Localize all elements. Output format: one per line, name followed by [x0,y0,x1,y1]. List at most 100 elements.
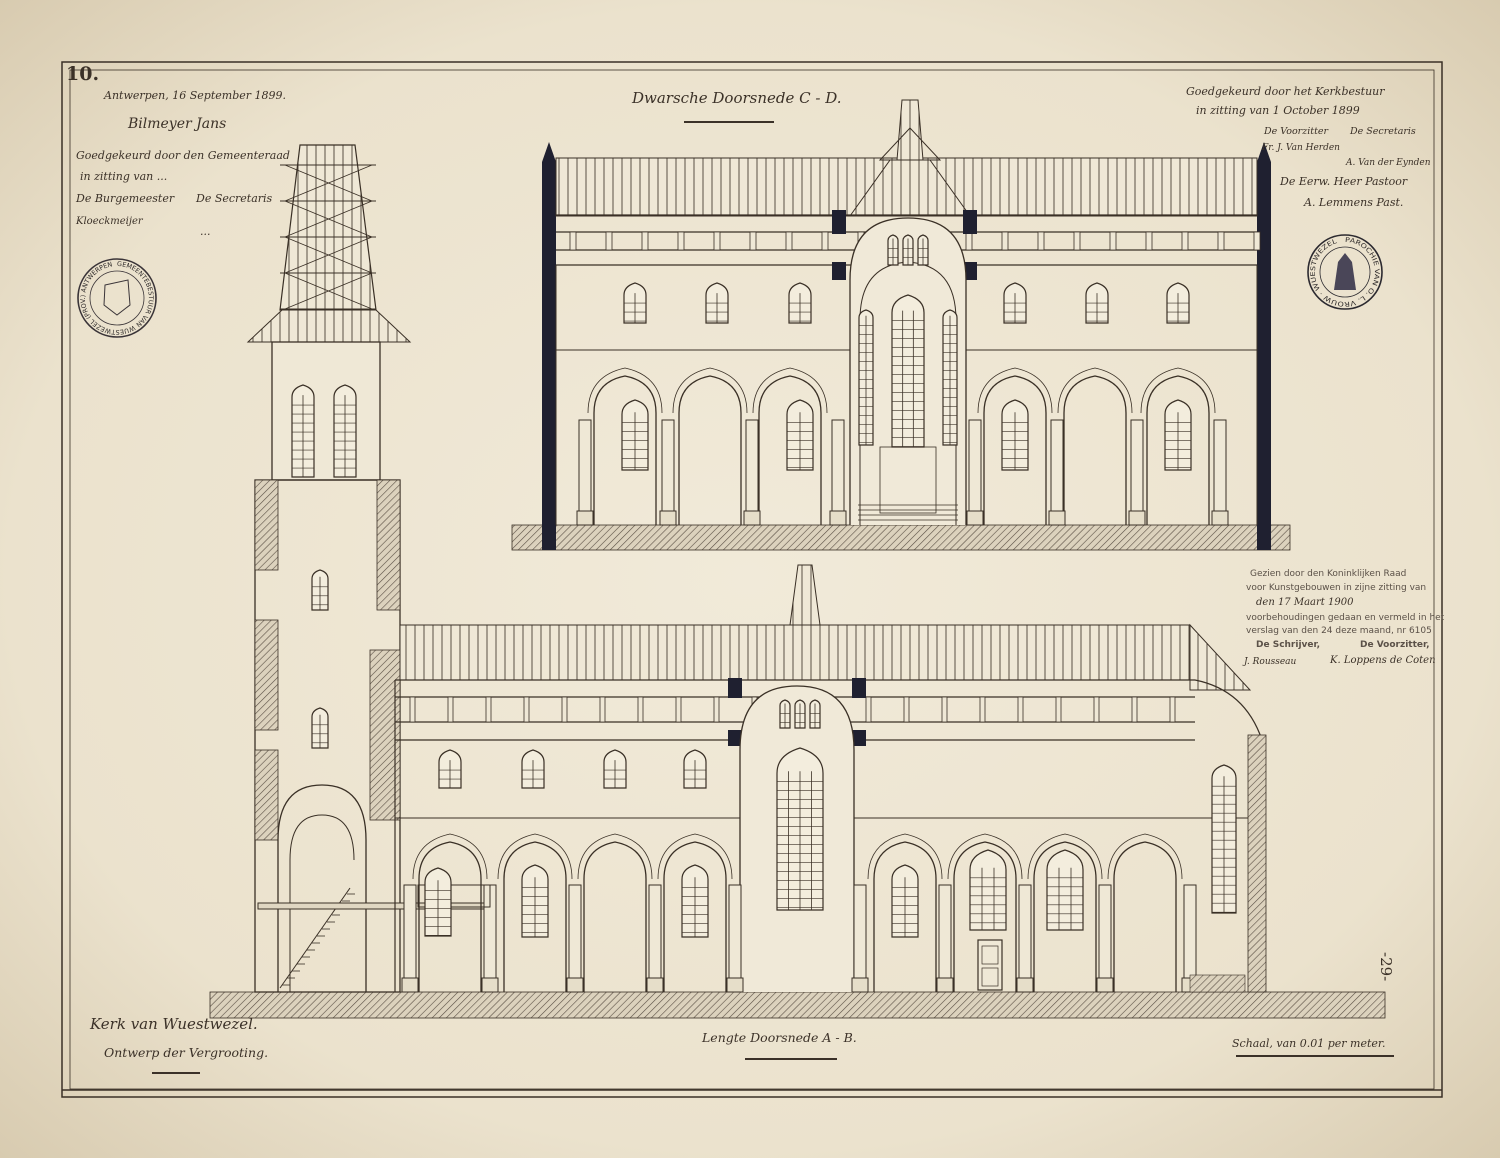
beam-bracket [599,696,606,723]
beam-block [852,678,866,698]
aisle-arcade [503,841,567,992]
signature-architect: Bilmeyer Jans [128,116,227,132]
beam-bracket [409,696,416,723]
pier-base [966,510,984,526]
role-municipal-secretary: De Secretaris [196,192,273,205]
gallery-balustrade [417,884,491,908]
beam-block [728,678,742,698]
page-number: -29- [1377,952,1395,982]
parish-stamp: PAROCHIE VAN O. L. VROUW · WUESTWEZEL [1307,234,1383,310]
side-door [977,939,1003,991]
beam-bracket [675,696,682,723]
beam-bracket [523,696,530,723]
beam-block [963,210,977,234]
gallery-floor [257,902,491,910]
pier [968,419,982,526]
beam-bracket [865,696,872,723]
roof-rafters [555,157,1258,217]
cross-section-title: Dwarsche Doorsnede C - D. [632,89,842,107]
nave-arcade [1063,375,1127,525]
signature-clerk: J. Rousseau [1244,657,1297,667]
long-section-title: Lengte Doorsnede A - B. [702,1030,857,1045]
signature-municipal-secretary: ... [200,225,211,238]
beam-bracket [1073,231,1081,251]
royal-commission-line2: voor Kunstgebouwen in zijne zitting van [1246,583,1427,593]
royal-commission-line1: Gezien door den Koninklijken Raad [1250,569,1407,579]
ridge-turret [896,99,924,161]
tower-arch [277,784,367,992]
beam-bracket [1017,696,1024,723]
beam-bracket [903,696,910,723]
sheet-border [61,61,1443,1098]
pier-base [1048,510,1066,526]
church-board-approval-line2: in zitting van 1 October 1899 [1196,104,1360,117]
outer-border [61,61,1443,1098]
beam-bracket [1037,231,1045,251]
aisle-arcade [1033,841,1097,992]
arch-moulding [1057,367,1133,414]
apse-wall-section [1247,734,1267,993]
pier [1130,419,1144,526]
title-underline [152,1072,200,1074]
beam-bracket [713,231,721,251]
municipal-approval-line2: in zitting van ... [80,170,168,183]
role-board-chair: De Voorzitter [1264,126,1329,137]
pier-base [481,977,499,993]
pier-base [659,510,677,526]
tower-spire [279,144,377,311]
arch-moulding [947,833,1023,880]
arch-moulding [587,367,663,414]
pier-base [1096,977,1114,993]
beam-bracket [1145,231,1153,251]
roof-rafters [399,624,1191,681]
beam-bracket [561,696,568,723]
role-clerk: De Schrijver, [1256,640,1321,650]
arch-moulding [867,833,943,880]
pier [831,419,845,526]
role-board-secretary: De Secretaris [1350,126,1416,137]
aisle-window [969,849,1007,931]
altar-step [879,446,937,514]
signature-board-secretary: A. Van der Eynden [1346,158,1431,168]
pier-base [851,977,869,993]
beam-bracket [569,231,577,251]
tower-wall-section [254,749,279,841]
pier-base [1016,977,1034,993]
turret-bracing [878,127,942,161]
beam-block [852,730,866,746]
pier [403,884,417,993]
inner-border [69,69,1435,1090]
pier [578,419,592,526]
municipal-approval-line1: Goedgekeurd door den Gemeenteraad [76,149,290,162]
role-pastor: De Eerw. Heer Pastoor [1280,175,1408,188]
spire-brace [284,236,373,274]
role-mayor: De Burgemeester [76,192,175,205]
beam-block [832,262,846,280]
apse-step [1189,974,1246,993]
beam-bracket [1055,696,1062,723]
beam-bracket [821,231,829,251]
project-name: Ontwerp der Vergrooting. [104,1045,269,1060]
pier-base [646,977,664,993]
beam-bracket [1253,231,1261,251]
aisle-arcade [953,841,1017,992]
roof-truss [849,159,971,217]
pier [661,419,675,526]
pier [568,884,582,993]
arch-moulding [412,833,488,880]
church-name: Kerk van Wuestwezel. [90,1015,258,1033]
tower-door-arch [289,814,355,992]
pier [648,884,662,993]
nave-arcade [678,375,742,525]
spire-brace [284,200,373,238]
beam-bracket [637,696,644,723]
beam-bracket [713,696,720,723]
sheet-number: 10. [66,63,100,85]
beam-bracket [677,231,685,251]
pier-base [743,510,761,526]
signature-pastor: A. Lemmens Past. [1304,196,1404,209]
scale-note: Schaal, van 0.01 per meter. [1232,1037,1386,1050]
aisle-arcade [873,841,937,992]
title-underline [745,1058,837,1060]
ridge-turret [789,564,821,626]
